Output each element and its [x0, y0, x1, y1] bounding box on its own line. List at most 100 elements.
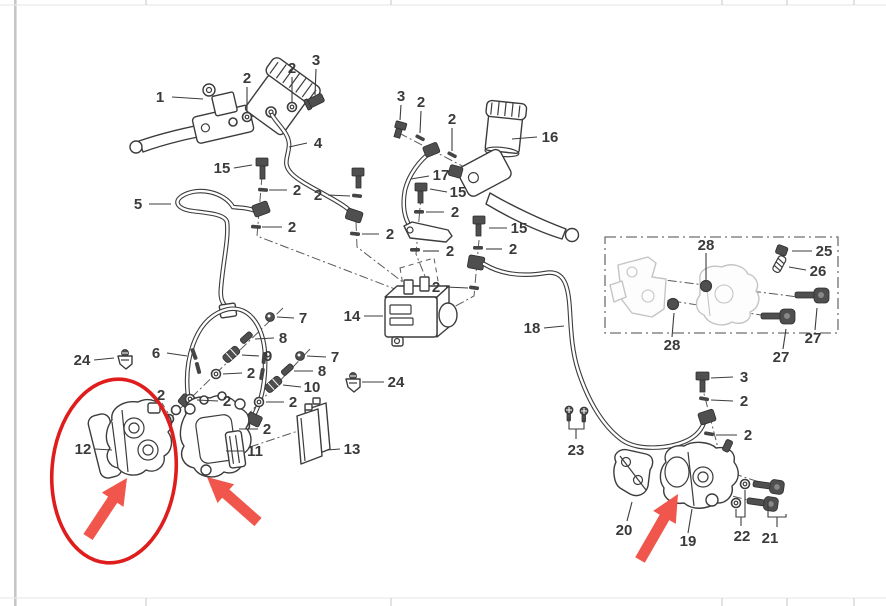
part-label-3: 3	[397, 88, 405, 105]
part-label-2: 2	[289, 394, 297, 411]
front-brake-hose-17	[401, 142, 453, 252]
highlight-arrow-part19	[635, 494, 678, 563]
part-label-20: 20	[616, 522, 633, 539]
part-label-13: 13	[344, 441, 361, 458]
part-label-2: 2	[157, 387, 165, 404]
part-label-11: 11	[247, 443, 263, 460]
part-label-28: 28	[664, 337, 681, 354]
rear-bracket-20	[613, 448, 654, 497]
front-brake-hose-4	[269, 112, 364, 224]
part-label-28: 28	[698, 237, 715, 254]
fitting-8	[239, 331, 253, 344]
part-label-6: 6	[152, 345, 160, 362]
part-label-2: 2	[243, 70, 251, 87]
rear-reservoir	[484, 99, 528, 158]
connector-9	[222, 345, 241, 363]
left-mount-chain	[251, 157, 269, 229]
part-label-7: 7	[299, 310, 307, 327]
hose5-banjo-nut	[251, 200, 271, 218]
spring-26	[772, 255, 787, 274]
hose17-bracket	[403, 221, 453, 243]
part-label-2: 2	[314, 187, 322, 204]
mid-mount-chain	[350, 167, 365, 236]
ghost-bracket	[609, 256, 667, 318]
hose-clamp-24-right	[345, 372, 361, 393]
brake-pads-13	[296, 397, 331, 465]
part-label-9: 9	[264, 348, 272, 365]
hose18-banjo-nut	[697, 408, 717, 426]
rear-mc-banjo-chain	[393, 120, 457, 159]
rear-lever	[485, 192, 567, 240]
lever-ball-end	[129, 140, 143, 154]
rear-lever-ball	[564, 227, 580, 243]
hose4-banjo-nut	[344, 207, 364, 224]
rear-washers-22	[730, 478, 751, 509]
part-label-3: 3	[740, 369, 748, 386]
bleed-nipple	[722, 439, 733, 453]
part-label-15: 15	[214, 160, 231, 177]
part-label-2: 2	[417, 94, 425, 111]
part-label-5: 5	[134, 196, 142, 213]
part-label-2: 2	[288, 60, 296, 77]
part-label-2: 2	[451, 204, 459, 221]
ghost-caliper	[695, 264, 760, 326]
connector-10	[264, 375, 283, 393]
highlight-ellipse-part12	[49, 377, 179, 565]
part-label-27: 27	[773, 349, 790, 366]
ghost-assembly-box	[604, 236, 839, 334]
front-caliper-12	[87, 398, 173, 479]
column-ticks	[145, 0, 855, 606]
part-label-14: 14	[344, 308, 361, 325]
rear-brake-hose-18	[481, 261, 717, 450]
part-label-17: 17	[433, 167, 450, 184]
bracket-22	[735, 490, 746, 526]
rear-caliper-19	[659, 439, 739, 509]
part-label-18: 18	[524, 320, 541, 337]
abs-port	[419, 276, 430, 292]
part-label-2: 2	[432, 279, 440, 296]
part-label-1: 1	[156, 89, 164, 106]
part-label-2: 2	[293, 182, 301, 199]
highlight-arrow-part11	[207, 477, 262, 527]
part-label-8: 8	[318, 363, 326, 380]
part-label-21: 21	[762, 530, 779, 547]
abs-port	[403, 279, 414, 295]
part-label-15: 15	[511, 220, 528, 237]
part-label-19: 19	[680, 533, 697, 550]
part-label-2: 2	[263, 421, 271, 438]
rear-reservoir-cap	[485, 99, 528, 121]
part-label-25: 25	[816, 243, 833, 260]
front-brake-hose-5	[175, 188, 271, 319]
bracket-21	[767, 500, 787, 527]
rear-mc-outlet-chain	[466, 215, 486, 291]
part-label-2: 2	[509, 241, 517, 258]
part-label-8: 8	[279, 330, 287, 347]
front-reservoir	[244, 57, 321, 136]
rear-banjo-chain	[695, 371, 715, 437]
part-label-2: 2	[247, 365, 255, 382]
part-label-2: 2	[223, 393, 231, 410]
caliper-bolt-27-upper	[794, 287, 830, 304]
abs-modulator-unit	[384, 276, 458, 347]
part-label-26: 26	[810, 263, 827, 280]
pad-screws-23	[564, 405, 589, 423]
part-label-22: 22	[734, 528, 751, 545]
part-label-2: 2	[386, 226, 394, 243]
fitting-8	[280, 363, 294, 376]
part-label-7: 7	[331, 349, 339, 366]
part-label-2: 2	[446, 243, 454, 260]
hose-clamp-24-left	[117, 349, 133, 370]
bleed-nut-25	[775, 244, 789, 257]
part-label-15: 15	[450, 184, 467, 201]
part-label-2: 2	[288, 219, 296, 236]
part-label-24: 24	[388, 374, 405, 391]
part-label-27: 27	[805, 330, 822, 347]
part-label-2: 2	[448, 111, 456, 128]
left-border-bar	[14, 0, 17, 606]
front-master-cylinder	[129, 57, 321, 154]
front-banjo-chain	[241, 93, 325, 123]
leader-lines	[93, 68, 818, 534]
